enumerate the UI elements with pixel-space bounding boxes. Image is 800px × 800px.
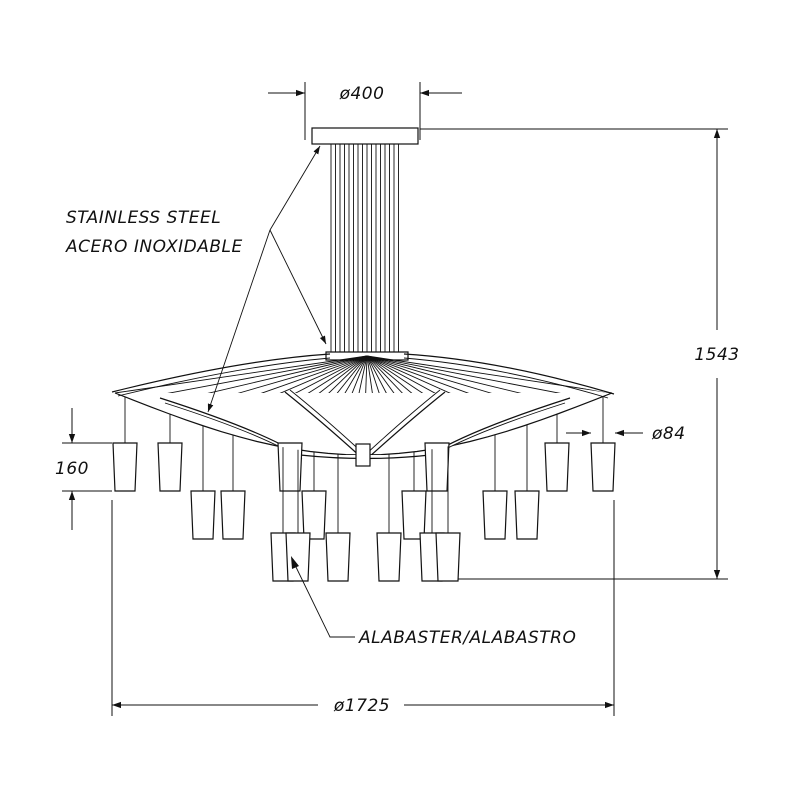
upper-rim-left-inner	[117, 357, 331, 397]
callout-alabaster: ALABASTER/ALABASTRO	[291, 556, 576, 648]
dimension-shade-diameter: ø84	[566, 424, 686, 444]
alabaster-shade	[590, 442, 616, 492]
center-junction	[355, 443, 371, 467]
dimension-shade-height: 160	[55, 408, 112, 530]
dimension-height: 1543	[420, 128, 739, 580]
canopy-diameter-label: ø400	[339, 84, 385, 104]
alabaster-shade	[277, 442, 303, 492]
height-label: 1543	[694, 345, 739, 365]
upper-rim-right-inner	[403, 357, 609, 399]
ceiling-canopy	[311, 127, 419, 145]
suspension-rods	[330, 144, 399, 352]
alabaster-shade	[435, 532, 461, 582]
center-arm-right	[367, 391, 446, 459]
alabaster-shade	[482, 490, 508, 540]
umbrella-frame	[111, 353, 615, 467]
alabaster-shade	[190, 490, 216, 540]
alabaster-shade	[112, 442, 138, 492]
upper-rim-right	[403, 353, 615, 395]
callout-stainless-steel: STAINLESS STEEL ACERO INOXIDABLE	[65, 145, 327, 413]
alabaster-shade	[285, 532, 311, 582]
center-arm-left	[284, 391, 363, 459]
dimension-overall-diameter: ø1725	[111, 500, 615, 716]
shade-diameter-label: ø84	[651, 424, 686, 444]
frame-rib	[132, 355, 368, 401]
alabaster-shade	[514, 490, 540, 540]
alabaster-shade	[376, 532, 402, 582]
alabaster-shade	[325, 532, 351, 582]
stainless-steel-label: STAINLESS STEEL	[66, 208, 221, 228]
alabaster-shade	[220, 490, 246, 540]
alabaster-shade	[301, 490, 327, 540]
alabaster-pendants	[112, 396, 616, 582]
dimension-canopy-diameter: ø400	[268, 82, 462, 140]
frame-rib	[366, 355, 595, 401]
frame-rib	[366, 355, 613, 394]
acero-inoxidable-label: ACERO INOXIDABLE	[65, 237, 243, 257]
alabaster-shade	[157, 442, 183, 492]
alabaster-shade	[401, 490, 427, 540]
alabaster-shade	[424, 442, 450, 492]
overall-diameter-label: ø1725	[333, 696, 390, 716]
shade-height-label: 160	[55, 459, 89, 479]
center-arm-right-inner	[363, 389, 441, 457]
alabaster-label: ALABASTER/ALABASTRO	[358, 628, 576, 648]
alabaster-shade	[544, 442, 570, 492]
